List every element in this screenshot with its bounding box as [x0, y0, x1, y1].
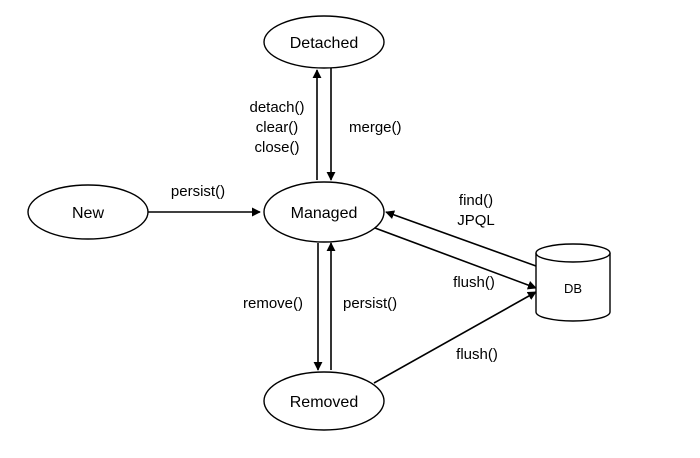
node-managed: Managed [263, 181, 385, 243]
node-new: New [27, 184, 149, 240]
label-persist-new: persist() [171, 183, 225, 200]
edge-find [385, 210, 537, 267]
label-merge: merge() [349, 119, 402, 136]
label-remove: remove() [243, 295, 303, 312]
label-jpql: JPQL [457, 212, 495, 229]
node-detached: Detached [263, 15, 385, 69]
label-flush-removed: flush() [456, 346, 498, 363]
edge-flush-managed [374, 227, 537, 290]
label-find: find() [459, 192, 493, 209]
node-removed-label: Removed [290, 394, 358, 411]
label-persist-removed: persist() [343, 295, 397, 312]
node-removed: Removed [263, 371, 385, 431]
label-flush-managed: flush() [453, 274, 495, 291]
node-db: DB [535, 243, 611, 322]
node-managed-label: Managed [291, 205, 358, 222]
label-detach: detach() [249, 99, 304, 116]
label-clear: clear() [256, 119, 299, 136]
node-detached-label: Detached [290, 35, 359, 52]
node-db-label: DB [564, 281, 582, 296]
label-close: close() [254, 139, 299, 156]
node-new-label: New [72, 205, 104, 222]
edge-flush-removed [373, 291, 537, 384]
